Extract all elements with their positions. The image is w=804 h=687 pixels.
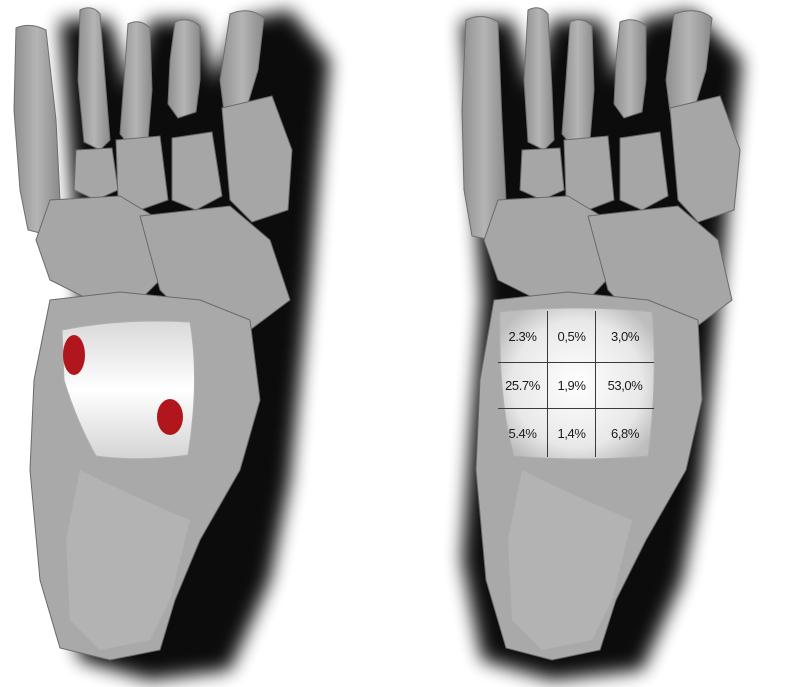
grid-cell-r0-c2: 3,0% [596,311,654,363]
foot-diagram-right: 2.3% 0,5% 3,0% 25.7% 1,9% 53,0% 5.4% 1,4… [402,0,804,687]
grid-cell-r2-c1: 1,4% [548,409,596,457]
distribution-grid: 2.3% 0,5% 3,0% 25.7% 1,9% 53,0% 5.4% 1,4… [498,311,654,457]
grid-cell-r2-c0: 5.4% [498,409,548,457]
grid-cell-r2-c2: 6,8% [596,409,654,457]
foot-diagram-left [0,0,402,687]
grid-cell-r1-c2: 53,0% [596,363,654,409]
grid-cell-r1-c0: 25.7% [498,363,548,409]
grid-cell-r1-c1: 1,9% [548,363,596,409]
medial-marker [63,335,85,375]
lateral-marker [157,399,183,435]
grid-cell-r0-c0: 2.3% [498,311,548,363]
foot-skeleton-left [0,0,402,687]
grid-cell-r0-c1: 0,5% [548,311,596,363]
